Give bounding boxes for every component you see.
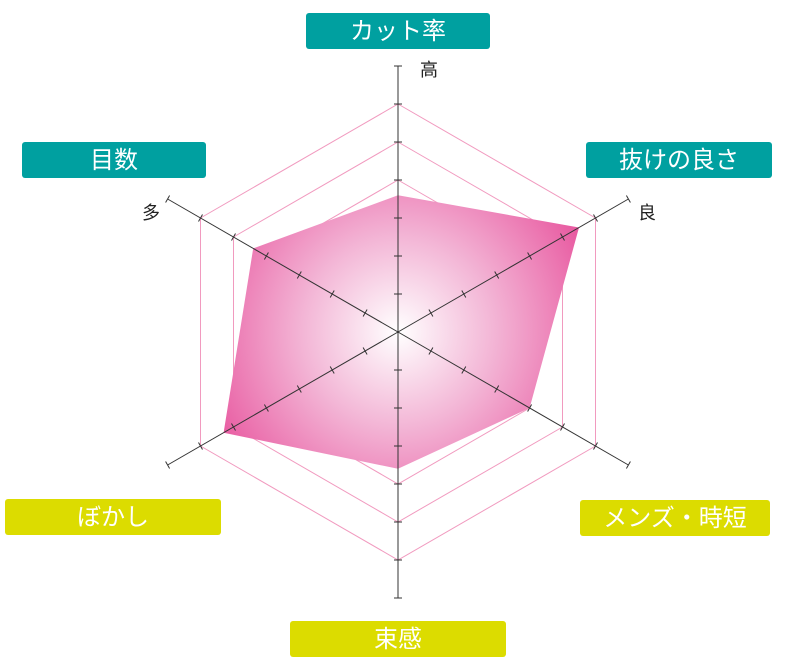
axis-tick <box>231 423 236 431</box>
axis-tick <box>362 347 368 355</box>
axis-label-mesu: 目数 <box>22 142 206 178</box>
axis-tick <box>560 233 565 241</box>
end-label-many: 多 <box>142 203 160 224</box>
end-label-good: 良 <box>638 203 656 224</box>
axis-tick <box>461 290 467 298</box>
axis-line <box>397 331 629 466</box>
axis-tick <box>560 423 565 431</box>
axis-label-mens: メンズ・時短 <box>580 500 770 536</box>
axis-tick <box>461 366 467 374</box>
axis-tick <box>428 347 434 355</box>
axis-tick <box>165 195 171 203</box>
axis-tick <box>527 252 533 260</box>
axis-tick <box>593 442 598 450</box>
axis-tick <box>231 233 236 241</box>
axis-tick <box>198 442 203 450</box>
axis-line <box>167 198 399 333</box>
axis-label-cut-rate: カット率 <box>306 13 490 49</box>
axis-label-bokashi: ぼかし <box>5 499 221 535</box>
axis-line <box>167 331 399 466</box>
axis-tick <box>362 309 368 317</box>
axis-tick <box>263 404 269 412</box>
end-label-high: 高 <box>420 60 438 81</box>
axis-tick <box>296 385 302 393</box>
axis-label-tabakan: 束感 <box>290 621 506 657</box>
axis-tick <box>428 309 434 317</box>
axis-label-nuke: 抜けの良さ <box>586 142 772 178</box>
axis-tick <box>494 271 500 279</box>
axis-tick <box>165 461 171 469</box>
axis-tick <box>329 290 335 298</box>
axis-tick <box>593 214 598 222</box>
axis-tick <box>329 366 335 374</box>
axis-tick <box>198 214 203 222</box>
axis-tick <box>625 195 631 203</box>
data-area <box>223 195 579 469</box>
axis-line <box>397 198 629 333</box>
axis-tick <box>296 271 302 279</box>
axis-tick <box>625 461 631 469</box>
axis-tick <box>263 252 269 260</box>
axis-tick <box>527 404 533 412</box>
axis-tick <box>494 385 500 393</box>
